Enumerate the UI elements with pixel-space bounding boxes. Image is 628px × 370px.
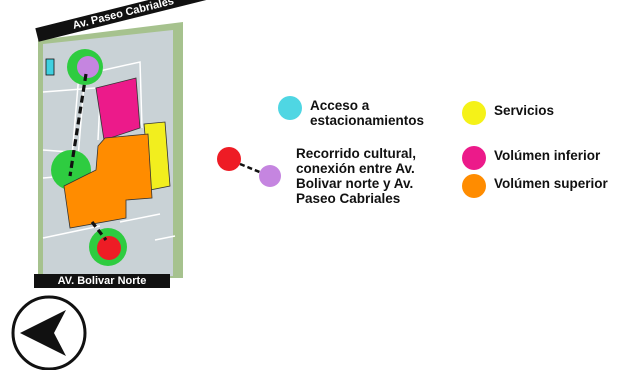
legend-route-purple-dot: [259, 165, 281, 187]
route-start-red: [97, 236, 121, 260]
legend-item-cultural-route: Recorrido cultural, conexión entre Av. B…: [288, 144, 416, 206]
arrow-left-icon: [20, 310, 66, 356]
legend-item-services: Servicios: [462, 101, 554, 125]
cultural-route-path-lower: [90, 221, 108, 241]
parking-access-marker: [45, 58, 55, 76]
legend-upper-label: Volúmen superior: [494, 176, 608, 191]
legend-upper-swatch: [462, 174, 486, 198]
legend-lower-swatch: [462, 146, 486, 170]
legend-item-upper-volume: Volúmen superior: [462, 174, 608, 198]
back-button[interactable]: [11, 295, 87, 370]
legend-route-red-dot: [217, 147, 241, 171]
legend-lower-label: Volúmen inferior: [494, 148, 601, 163]
street-label-bolivar-norte: AV. Bolivar Norte: [34, 274, 170, 288]
route-end-purple: [77, 56, 99, 78]
legend-services-swatch: [462, 101, 486, 125]
legend-route-dash: [239, 162, 263, 175]
legend-parking-swatch: [278, 96, 302, 120]
upper-volume: [63, 133, 153, 229]
cultural-route-path: [68, 73, 88, 177]
legend-parking-label: Acceso a estacionamientos: [310, 98, 425, 128]
lower-volume: [95, 77, 141, 141]
legend-route-label: Recorrido cultural, conexión entre Av. B…: [296, 146, 417, 206]
legend-item-lower-volume: Volúmen inferior: [462, 146, 600, 170]
legend-services-label: Servicios: [494, 103, 555, 118]
legend-item-parking-access: Acceso a estacionamientos: [278, 96, 424, 128]
